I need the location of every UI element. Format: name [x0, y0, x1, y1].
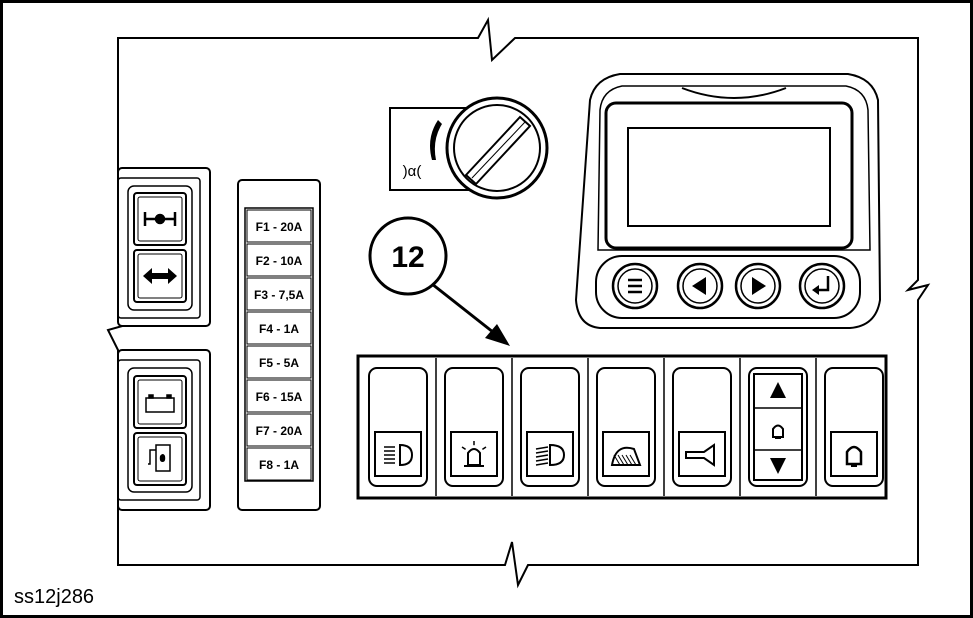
fuse-cell: F7 - 20A	[246, 413, 312, 447]
rocker-switch[interactable]	[511, 358, 580, 496]
fuse-cell: F1 - 20A	[246, 209, 312, 243]
display-left-button[interactable]	[676, 262, 724, 310]
fuel-pump-switch[interactable]	[133, 432, 187, 486]
fuse-cell: F4 - 1A	[246, 311, 312, 345]
fuse-label: F8 - 1A	[259, 458, 299, 472]
battery-switch[interactable]	[133, 375, 187, 429]
headlight-icon	[535, 443, 566, 467]
display-enter-button[interactable]	[798, 262, 846, 310]
idle-up-arrow-icon	[770, 382, 786, 398]
rocker-switch[interactable]	[368, 367, 428, 487]
rocker-switches	[368, 358, 884, 496]
ignition-key-switch[interactable]	[445, 96, 549, 200]
fuse-cell-frame	[246, 209, 312, 243]
travel-direction-icon	[143, 268, 177, 284]
rocker-lens	[450, 431, 498, 477]
fuse-cell-frame	[246, 379, 312, 413]
fuse-list: F1 - 20A F2 - 10A F3 - 7,5A F4 - 1A F5 - 5A F…	[246, 209, 312, 481]
idle-up-down-icon	[753, 373, 803, 481]
fuse-label: F1 - 20A	[256, 220, 303, 234]
rotary-switch-scale-mark	[430, 120, 442, 160]
fuse-cell-frame	[246, 447, 312, 481]
fuse-cell: F2 - 10A	[246, 243, 312, 277]
axle-lock-switch[interactable]	[133, 192, 187, 246]
figure-id: ss12j286	[14, 586, 94, 608]
fuse-label: F6 - 15A	[256, 390, 303, 404]
fuse-cell-frame	[246, 345, 312, 379]
rotary-switch-symbol: )α(	[403, 163, 422, 180]
horn-icon	[685, 443, 715, 467]
rocker-lens	[374, 431, 422, 477]
rocker-switch[interactable]	[663, 358, 732, 496]
fuse-cell: F3 - 7,5A	[246, 277, 312, 311]
rocker-switch[interactable]	[739, 358, 808, 496]
rocker-switch[interactable]	[587, 358, 656, 496]
axle-lock-icon	[143, 212, 177, 226]
arrow-left-icon	[692, 277, 706, 295]
fuse-cell: F8 - 1A	[246, 447, 312, 481]
rocker-switch[interactable]	[815, 358, 884, 496]
callout-12: 12	[368, 216, 510, 346]
idle-icon	[845, 445, 863, 467]
arrow-right-icon	[752, 277, 766, 295]
fuse-cell-frame	[246, 311, 312, 345]
fuse-label: F7 - 20A	[256, 424, 303, 438]
battery-icon	[145, 394, 175, 413]
fuse-label: F4 - 1A	[259, 322, 299, 336]
beacon-icon	[461, 441, 487, 467]
callout-arrowhead	[485, 324, 510, 346]
callout-number: 12	[391, 241, 424, 274]
fuel-pump-icon	[148, 444, 171, 472]
rocker-lens	[830, 431, 878, 477]
display-unit	[574, 73, 882, 329]
fuse-label: F3 - 7,5A	[254, 288, 304, 302]
fuse-cell-frame	[246, 243, 312, 277]
fuse-cell-frame	[246, 277, 312, 311]
fuse-label: F5 - 5A	[259, 356, 299, 370]
fuse-cell: F5 - 5A	[246, 345, 312, 379]
fuse-label: F2 - 10A	[256, 254, 303, 268]
wiper-icon	[610, 446, 642, 466]
rocker-lens	[602, 431, 650, 477]
fuse-cell-frame	[246, 413, 312, 447]
fuse-cell: F6 - 15A	[246, 379, 312, 413]
enter-icon	[812, 276, 830, 295]
idle-down-arrow-icon	[770, 458, 786, 474]
work-light-icon	[384, 443, 414, 467]
rocker-switch[interactable]	[435, 358, 504, 496]
travel-direction-switch[interactable]	[133, 249, 187, 303]
display-right-button[interactable]	[734, 262, 782, 310]
display-menu-button[interactable]	[611, 262, 659, 310]
ignition-key-icon	[464, 115, 532, 186]
menu-icon	[628, 278, 642, 294]
